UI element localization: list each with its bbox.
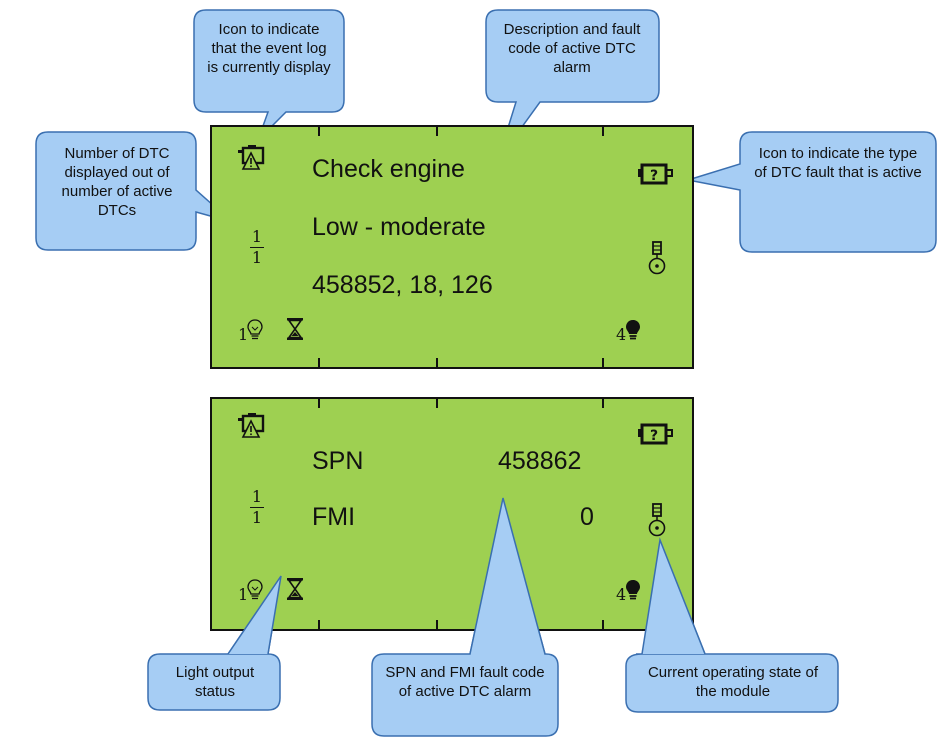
svg-text:?: ?	[650, 168, 658, 184]
dtc-severity-line: Low - moderate	[312, 213, 486, 241]
callout-light-output-text: Light output status	[175, 664, 255, 700]
dtc-description-line: Check engine	[312, 155, 465, 183]
light-output-right-number: 4	[616, 325, 627, 344]
hourglass-icon	[287, 318, 303, 340]
engine-warning-icon	[238, 413, 265, 438]
fmi-label: FMI	[312, 503, 356, 531]
bulb-outline-icon	[247, 579, 263, 600]
callout-dtc-count-bubble	[35, 131, 233, 251]
engine-warning-icon	[238, 145, 265, 170]
callout-operating-state-text: Current operating state of the module	[647, 664, 819, 700]
dtc-count-fraction: 1 1	[250, 489, 264, 526]
callout-spn-fmi-text: SPN and FMI fault code of active DTC ala…	[385, 664, 545, 700]
callout-description-text: Description and fault code of active DTC…	[503, 21, 641, 76]
dtc-count-denominator: 1	[251, 248, 263, 267]
dtc-count-denominator: 1	[251, 508, 263, 527]
callout-dtc-type-text: Icon to indicate the type of DTC fault t…	[754, 145, 922, 181]
bulb-outline-icon	[247, 319, 263, 340]
fmi-value: 0	[580, 503, 594, 531]
hourglass-icon	[287, 578, 303, 600]
callout-dtc-type-bubble	[687, 131, 937, 253]
bulb-filled-icon	[626, 580, 640, 600]
lcd-screen-dtc-description: Check engine Low - moderate 458852, 18, …	[210, 125, 694, 369]
dtc-count-numerator: 1	[251, 227, 263, 246]
module-state-icon	[648, 241, 666, 275]
callout-event-log-text: Icon to indicate that the event log is c…	[207, 21, 331, 76]
callout-dtc-count-text: Number of DTC displayed out of number of…	[61, 145, 173, 219]
dtc-count-fraction: 1 1	[250, 229, 264, 266]
spn-value: 458862	[498, 447, 582, 475]
lcd-screen-spn-fmi: SPN 458862 FMI 0 1 1 ? 1 4	[210, 397, 694, 631]
engine-question-icon: ?	[638, 163, 673, 185]
svg-text:?: ?	[650, 428, 658, 444]
engine-question-icon: ?	[638, 423, 673, 445]
spn-label: SPN	[312, 447, 364, 475]
light-output-left-number: 1	[238, 325, 249, 344]
module-state-icon	[648, 503, 666, 537]
light-output-right-number: 4	[616, 585, 627, 604]
dtc-count-numerator: 1	[251, 487, 263, 506]
callout-operating-state-bubble	[625, 539, 839, 713]
dtc-fault-code-line: 458852, 18, 126	[312, 271, 493, 299]
callout-light-output-bubble	[147, 575, 282, 711]
bulb-filled-icon	[626, 320, 640, 340]
